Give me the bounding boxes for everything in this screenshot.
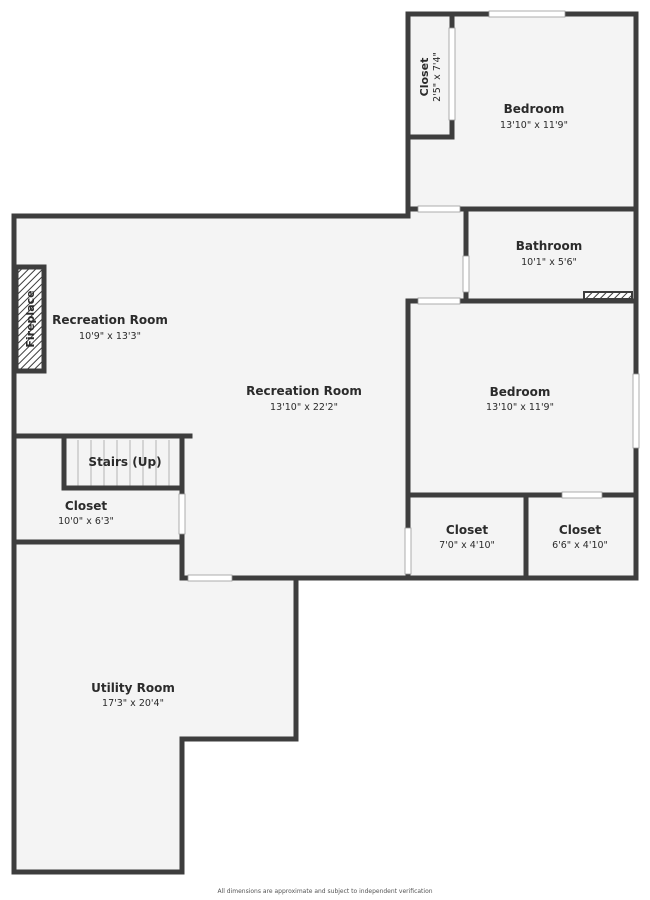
bathroom-dims: 10'1" x 5'6" <box>521 257 577 268</box>
fireplace-box <box>13 264 47 374</box>
bedroom-top-dims: 13'10" x 11'9" <box>500 120 568 131</box>
disclaimer-footer: All dimensions are approximate and subje… <box>217 888 433 895</box>
door-closet-mid <box>404 527 412 575</box>
bedroom-mid-label: Bedroom <box>490 385 551 399</box>
door-bathroom <box>462 255 470 293</box>
recreation-main-dims: 13'10" x 22'2" <box>270 402 338 413</box>
recreation-main-label: Recreation Room <box>246 384 362 398</box>
bathroom-label: Bathroom <box>516 239 582 253</box>
closet-left-dims: 10'0" x 6'3" <box>58 516 114 527</box>
door-bedroom-mid <box>417 297 461 305</box>
closet-mid-dims: 7'0" x 4'10" <box>439 540 495 551</box>
door-bedroom-top <box>417 205 461 213</box>
floor-area <box>14 14 636 872</box>
closet-mid-label: Closet <box>446 523 488 537</box>
door-closet-top <box>448 27 456 121</box>
door-closet-right <box>561 491 603 499</box>
closet-top-label: Closet <box>418 58 431 97</box>
fireplace-label: Fireplace <box>24 290 37 347</box>
openings <box>178 10 640 582</box>
door-closet-left <box>178 493 186 535</box>
utility-dims: 17'3" x 20'4" <box>102 698 164 709</box>
bedroom-mid-dims: 13'10" x 11'9" <box>486 402 554 413</box>
window-bedroom-mid <box>632 373 640 449</box>
stair-treads <box>77 440 170 486</box>
room-labels: Closet 2'5" x 7'4" Bedroom 13'10" x 11'9… <box>24 52 608 709</box>
recreation-left-label: Recreation Room <box>52 313 168 327</box>
window-bedroom-top <box>488 10 566 18</box>
closet-right-label: Closet <box>559 523 601 537</box>
main-floor <box>14 14 636 872</box>
bathroom-fixture <box>583 291 633 300</box>
closet-right-dims: 6'6" x 4'10" <box>552 540 608 551</box>
recreation-left-dims: 10'9" x 13'3" <box>79 331 141 342</box>
utility-label: Utility Room <box>91 681 175 695</box>
bedroom-top-label: Bedroom <box>504 102 565 116</box>
stairs-label: Stairs (Up) <box>88 455 161 469</box>
door-utility <box>187 574 233 582</box>
closet-top-dims: 2'5" x 7'4" <box>432 52 443 102</box>
closet-left-label: Closet <box>65 499 107 513</box>
